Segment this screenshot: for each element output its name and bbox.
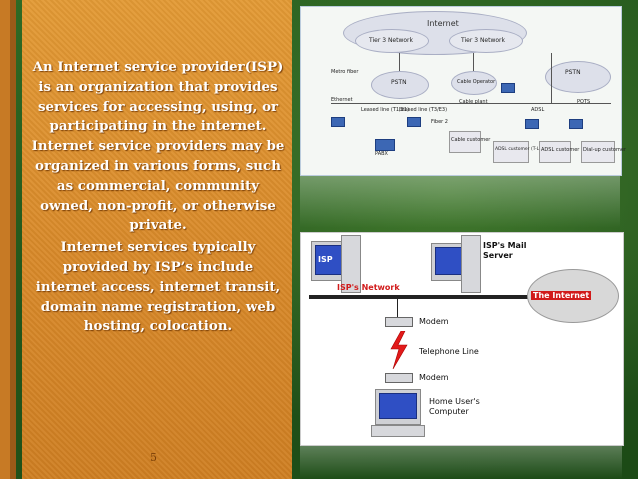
router-icon: [331, 117, 345, 127]
mail-server-tower: [461, 235, 481, 293]
tier3-network-label-a: Tier 3 Network: [369, 37, 413, 44]
cable-operator-label: Cable Operator: [457, 79, 496, 85]
router-icon: [407, 117, 421, 127]
dialup-customer-label: Dial-up customer: [583, 147, 626, 153]
isp-network-cable: [309, 295, 579, 299]
isp-to-modem-line: [397, 299, 398, 317]
uplink-b: [473, 53, 474, 71]
router-icon: [569, 119, 583, 129]
cable-plant-label: Cable plant: [459, 99, 488, 105]
metro-label: Metro fiber: [331, 69, 359, 75]
home-computer-label: Home User's Computer: [429, 397, 480, 416]
pstn-label-b: PSTN: [565, 69, 581, 76]
accent-stripe: [0, 0, 10, 479]
bottom-modem-label: Modem: [419, 373, 449, 382]
pots-label: POTS: [577, 99, 591, 105]
telephone-line-label: Telephone Line: [419, 347, 479, 356]
accent-stripe-inner: [10, 0, 16, 479]
adsl-customer-a-label: ADSL customer (T-Line office): [495, 147, 562, 152]
isp-network-label: ISP's Network: [337, 283, 400, 292]
the-internet-label: The Internet: [531, 291, 592, 300]
top-modem-label: Modem: [419, 317, 449, 326]
leased-line-label-a: Leased line (T1/E1): [361, 107, 410, 113]
isp-connection-diagram: ISP ISP's Mail Server ISP's Network The …: [300, 232, 624, 446]
paragraph-definition: An Internet service provider(ISP) is an …: [31, 59, 285, 234]
adsl-label: ADSL: [531, 107, 545, 113]
tier3-network-label-b: Tier 3 Network: [461, 37, 505, 44]
pstn-cloud-a: [371, 71, 429, 99]
router-icon: [525, 119, 539, 129]
pstn-label-a: PSTN: [391, 79, 407, 86]
leased-line-label-b: Leased line (T3/E3): [399, 107, 448, 113]
network-topology-diagram: Internet Tier 3 Network Tier 3 Network P…: [300, 6, 626, 176]
uplink-c: [551, 53, 552, 103]
text-panel: [22, 0, 292, 479]
pstn-cloud-b: [545, 61, 611, 93]
adsl-customer-b-box: [539, 141, 571, 163]
body-text: An Internet service provider(ISP) is an …: [30, 58, 286, 337]
top-modem: [385, 317, 413, 327]
home-computer-base: [371, 425, 425, 437]
cable-customer-label: Cable customer: [451, 137, 491, 143]
network-diagram-reflection: [300, 176, 620, 228]
isp-screen-label: ISP: [318, 255, 333, 264]
ethernet-label: Ethernet: [331, 97, 353, 103]
router-icon: [501, 83, 515, 93]
tier3-network-cloud-a: [355, 29, 429, 53]
cable-operator-cloud: [451, 71, 497, 95]
adsl-customer-a-box: [493, 141, 529, 163]
internet-label: Internet: [427, 19, 459, 28]
mail-server-label: ISP's Mail Server: [483, 241, 527, 260]
backbone-link: [331, 103, 611, 104]
home-computer-screen: [379, 393, 417, 419]
dialup-customer-box: [581, 141, 615, 163]
tier3-network-cloud-b: [449, 29, 523, 53]
bottom-modem: [385, 373, 413, 383]
isp-diagram-reflection: [300, 446, 622, 479]
fiber-label: Fiber 2: [431, 119, 448, 125]
isp-server-tower: [341, 235, 361, 293]
pbx-label: PABX: [375, 151, 388, 157]
uplink-a: [399, 53, 400, 71]
telephone-line-bolt: [390, 331, 408, 369]
cable-customer-box: [449, 131, 481, 153]
page-number: 5: [150, 451, 157, 464]
paragraph-services: Internet services typically provided by …: [35, 239, 281, 335]
adsl-customer-b-label: ADSL customer: [541, 147, 580, 153]
pbx-box: [375, 139, 395, 151]
